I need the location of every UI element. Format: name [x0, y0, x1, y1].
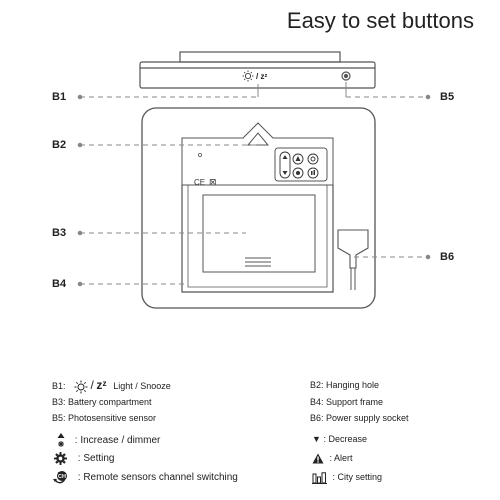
callout-b3: B3: [52, 227, 67, 239]
legend-decrease: ▼ : Decrease: [312, 434, 367, 444]
weee-mark: ⊠: [209, 178, 217, 188]
page-title: Easy to set buttons: [286, 8, 474, 33]
battery-compartment: [202, 194, 316, 273]
legend-increase: : Increase / dimmer: [56, 432, 160, 448]
legend-b1: B1: / zᶻ Light / Snooze: [52, 378, 171, 394]
up-down-arrow-icon: [57, 433, 65, 447]
photosensitive-sensor-icon: [341, 71, 351, 81]
legend-city: : City setting: [312, 472, 382, 484]
city-icon: [312, 472, 327, 484]
gear-icon: [54, 452, 67, 465]
support-frame: [181, 185, 334, 293]
legend-setting: : Setting: [54, 452, 114, 465]
up-down-button: [279, 151, 291, 179]
power-supply-socket: [337, 229, 369, 269]
device-diagram: / zᶻ CE ⊠: [77, 51, 431, 309]
legend-b6: B6: Power supply socket: [310, 413, 409, 423]
device-back-view: [141, 107, 376, 309]
city-button: [307, 167, 319, 179]
svg-text:CH: CH: [58, 474, 66, 480]
legend-alert: : Alert: [312, 453, 353, 464]
snooze-icon: zᶻ: [96, 378, 107, 392]
callout-b1: B1: [52, 91, 67, 103]
callout-b6: B6: [440, 251, 455, 263]
ce-mark: CE: [194, 178, 205, 187]
channel-switch-icon: CH: [53, 471, 67, 484]
hanging-hole: [246, 132, 270, 146]
channel-button: [292, 167, 304, 179]
legend-b2: B2: Hanging hole: [310, 380, 380, 390]
down-triangle-icon: ▼: [312, 434, 321, 444]
callout-b5: B5: [440, 91, 455, 103]
setting-button: [307, 153, 319, 165]
callout-b2: B2: [52, 139, 67, 151]
legend-b3: B3: Battery compartment: [52, 397, 152, 407]
alert-button: [292, 153, 304, 165]
top-button-label: / zᶻ: [256, 72, 267, 81]
device-top-view: [139, 51, 376, 89]
sun-icon: [74, 380, 88, 394]
legend-b4: B4: Support frame: [310, 397, 384, 407]
sun-icon: [242, 70, 254, 82]
legend-b5: B5: Photosensitive sensor: [52, 413, 157, 423]
legend-channel: CH : Remote sensors channel switching: [52, 470, 238, 485]
alert-icon: [312, 453, 324, 464]
callout-b4: B4: [52, 278, 67, 290]
button-panel: [274, 147, 328, 182]
